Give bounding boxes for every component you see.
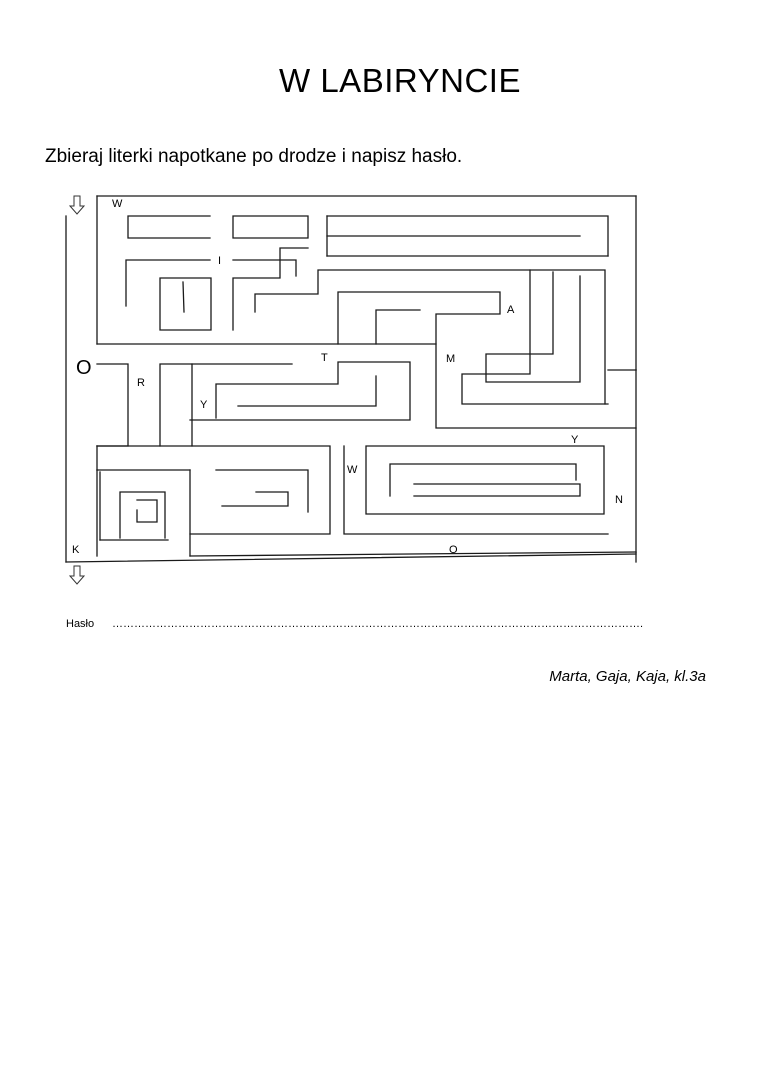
maze-letter-r: R (137, 377, 145, 389)
maze-letter-y2: Y (571, 434, 579, 446)
maze-letter-m: M (446, 353, 455, 365)
maze-walls (65, 195, 637, 563)
maze-letter-w2: W (347, 464, 358, 476)
maze-letter-t: T (321, 352, 328, 364)
maze-letter-y1: Y (200, 399, 208, 411)
instruction-text: Zbieraj literki napotkane po drodze i na… (45, 146, 463, 167)
maze-letter-o1: O (76, 357, 92, 379)
maze-letter-k: K (72, 544, 80, 556)
maze-letter-i: I (218, 255, 221, 267)
maze-letter-a: A (507, 304, 515, 316)
page-title: W LABIRYNCIE (279, 62, 521, 99)
authors-credit: Marta, Gaja, Kaja, kl.3a (549, 668, 706, 685)
answer-label: Hasło (66, 618, 95, 630)
entry-arrow-icon (68, 195, 86, 215)
maze-letter-w1: W (112, 198, 123, 210)
maze-letter-o2: O (449, 544, 458, 556)
maze-letter-n: N (615, 494, 623, 506)
exit-arrow-icon (68, 565, 86, 585)
answer-line[interactable]: …………………………………………………………………………………………………………… (112, 618, 644, 630)
